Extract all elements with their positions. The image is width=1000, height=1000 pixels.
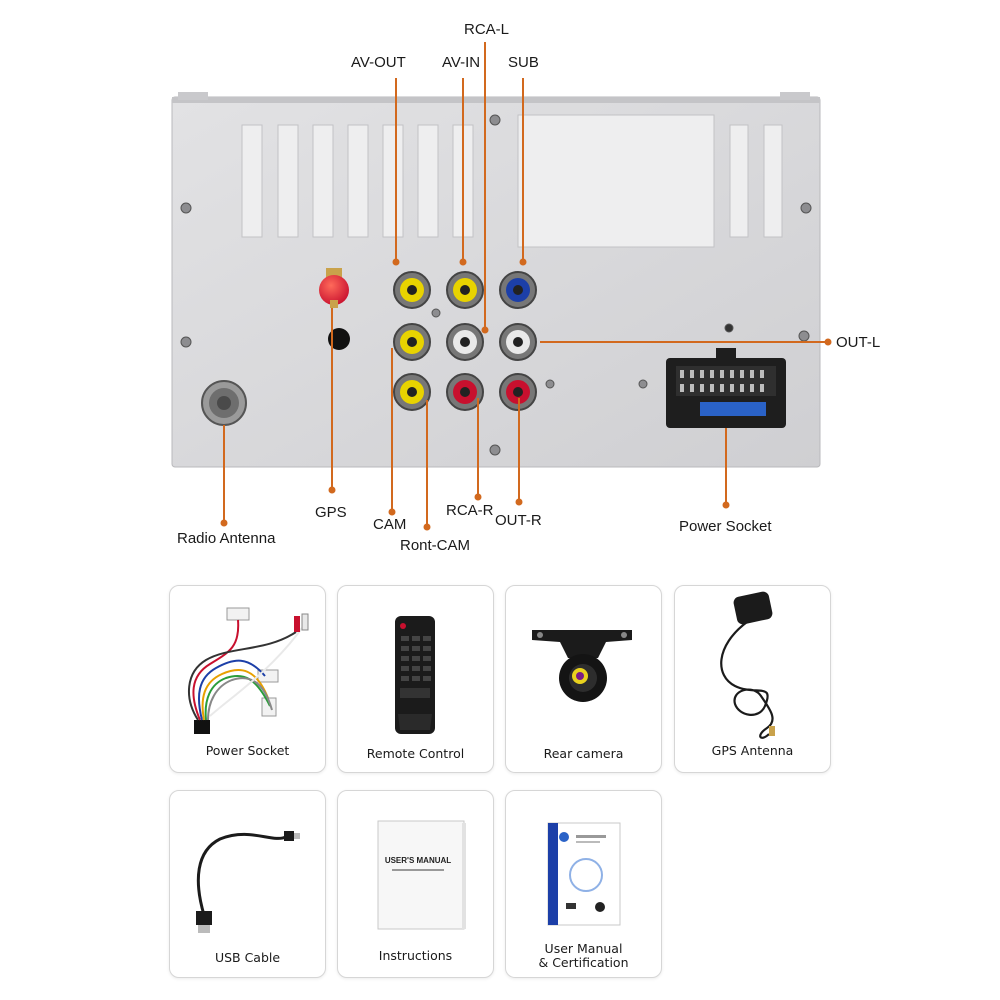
card-label-line1: User Manual xyxy=(544,941,623,956)
power-socket-connector xyxy=(666,348,786,428)
vent-slots xyxy=(241,114,783,248)
accessory-card-usb-cable: USB Cable xyxy=(169,790,326,978)
rca-jacks xyxy=(393,271,537,411)
card-label: USB Cable xyxy=(214,950,281,965)
booklet-title: USER'S MANUAL xyxy=(385,856,451,865)
card-label: Rear camera xyxy=(543,746,624,761)
card-label: Remote Control xyxy=(366,746,465,761)
radio-antenna-socket xyxy=(201,380,247,426)
gps-connector xyxy=(319,268,350,350)
label-rca-r: RCA-R xyxy=(446,502,494,519)
label-out-r: OUT-R xyxy=(495,512,542,529)
accessory-card-instructions: USER'S MANUAL Instructions xyxy=(337,790,494,978)
label-radio-antenna: Radio Antenna xyxy=(177,530,276,547)
screws xyxy=(180,114,812,456)
remote-control-icon xyxy=(395,616,435,734)
accessory-card-rear-camera: Rear camera xyxy=(505,585,662,773)
card-label: GPS Antenna xyxy=(711,743,794,758)
rear-panel-drawing xyxy=(171,42,832,531)
accessory-card-remote-control: Remote Control xyxy=(337,585,494,773)
label-av-in: AV-IN xyxy=(442,54,481,71)
card-label: Power Socket xyxy=(205,743,290,758)
rear-camera-icon xyxy=(532,630,632,702)
label-sub: SUB xyxy=(508,54,539,71)
card-label: Instructions xyxy=(378,948,453,963)
manual-booklet-icon: USER'S MANUAL xyxy=(377,820,466,930)
accessory-card-user-manual-certification: User Manual & Certification xyxy=(505,790,662,978)
certificate-icon xyxy=(547,822,621,926)
label-power-socket: Power Socket xyxy=(679,518,772,535)
rear-panel-diagram: RCA-L AV-OUT AV-IN SUB OUT-L GPS CAM RCA… xyxy=(171,21,881,554)
label-gps: GPS xyxy=(315,504,347,521)
label-cam: CAM xyxy=(373,516,407,533)
label-out-l: OUT-L xyxy=(836,334,881,351)
usb-cable-icon xyxy=(196,831,300,933)
leader-lines xyxy=(220,42,832,531)
card-label-line2: & Certification xyxy=(538,955,629,970)
label-ront-cam: Ront-CAM xyxy=(400,537,471,554)
gps-antenna-icon xyxy=(720,591,775,739)
accessory-card-gps-antenna: GPS Antenna xyxy=(674,585,831,773)
label-rca-l: RCA-L xyxy=(464,21,510,38)
accessory-card-power-socket: Power Socket xyxy=(169,585,326,773)
label-av-out: AV-OUT xyxy=(351,54,406,71)
wiring-harness-icon xyxy=(187,607,309,734)
